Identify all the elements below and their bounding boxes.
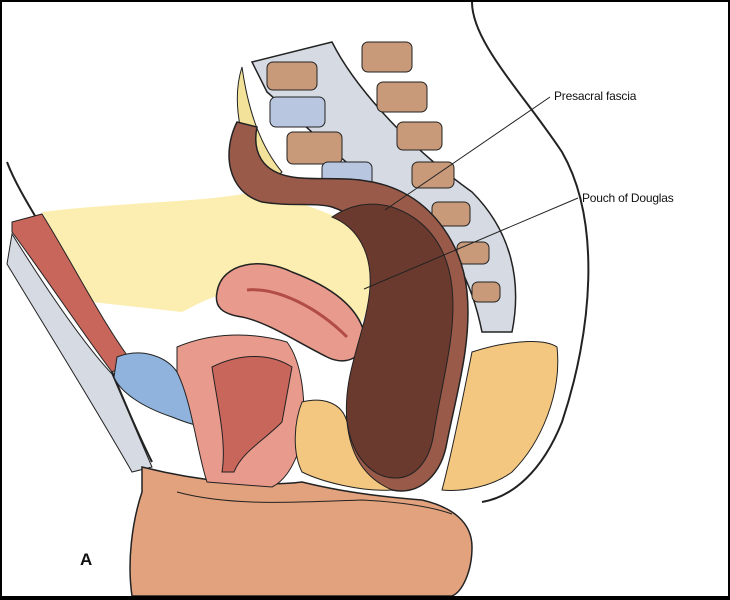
panel-letter: A	[80, 550, 92, 570]
presacral-fascia-label: Presacral fascia	[554, 89, 636, 103]
pouch-of-douglas-label: Pouch of Douglas	[582, 191, 674, 205]
